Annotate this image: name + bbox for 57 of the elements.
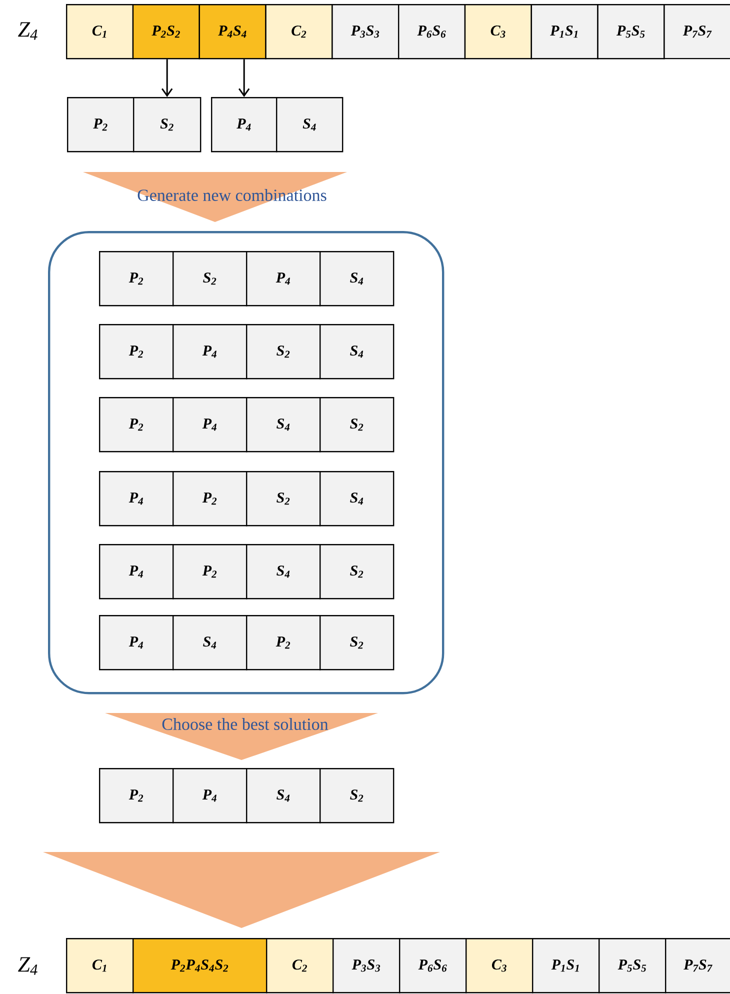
sequence-cell: S$_{4}$ bbox=[276, 97, 344, 152]
sequence-cell: P$_{3}$S$_{3}$ bbox=[332, 938, 400, 994]
sequence-cell: P$_{4}$ bbox=[172, 397, 248, 452]
sequence-cell: S$_{2}$ bbox=[320, 544, 394, 600]
sequence-cell: S$_{2}$ bbox=[246, 324, 321, 380]
sequence-cell: P$_{4}$ bbox=[172, 768, 248, 824]
sequence-cell: S$_{2}$ bbox=[246, 471, 321, 526]
sequence-cell: P$_{1}$S$_{1}$ bbox=[532, 938, 600, 994]
sequence-cell: P$_{2}$ bbox=[99, 397, 174, 452]
sequence-cell: P$_{2}$P$_{4}$S$_{4}$S$_{2}$ bbox=[132, 938, 268, 994]
sequence-cell: S$_{4}$ bbox=[172, 615, 248, 670]
sequence-cell: P$_{7}$S$_{7}$ bbox=[664, 4, 730, 60]
sequence-cell: C$_{1}$ bbox=[66, 4, 134, 60]
sequence-cell: P$_{4}$ bbox=[99, 471, 174, 526]
sequence-cell: P$_{7}$S$_{7}$ bbox=[665, 938, 730, 994]
sequence-cell: S$_{4}$ bbox=[246, 397, 321, 452]
sequence-label: Z$_{4}$ bbox=[18, 957, 38, 975]
sequence-cell: P$_{5}$S$_{5}$ bbox=[597, 4, 665, 60]
sequence-cell: S$_{4}$ bbox=[320, 471, 394, 526]
sequence-cell: S$_{4}$ bbox=[246, 768, 321, 824]
sequence-cell: S$_{2}$ bbox=[172, 251, 248, 306]
sequence-cell: P$_{6}$S$_{6}$ bbox=[399, 938, 467, 994]
arrow bbox=[238, 59, 250, 98]
sequence-cell: P$_{2}$ bbox=[99, 768, 174, 824]
sequence-cell: P$_{6}$S$_{6}$ bbox=[398, 4, 466, 60]
sequence-cell: S$_{4}$ bbox=[320, 251, 394, 306]
sequence-cell: S$_{2}$ bbox=[320, 768, 394, 824]
sequence-cell: P$_{2}$ bbox=[99, 251, 174, 306]
sequence-cell: P$_{4}$ bbox=[172, 324, 248, 380]
sequence-cell: S$_{2}$ bbox=[320, 615, 394, 670]
sequence-label: Z$_{4}$ bbox=[18, 22, 38, 40]
step-caption: Choose the best solution bbox=[162, 718, 328, 730]
sequence-cell: P$_{5}$S$_{5}$ bbox=[598, 938, 666, 994]
sequence-cell: C$_{2}$ bbox=[266, 938, 334, 994]
sequence-cell: P$_{2}$S$_{2}$ bbox=[132, 4, 200, 60]
sequence-cell: P$_{2}$ bbox=[246, 615, 321, 670]
sequence-cell: P$_{4}$ bbox=[211, 97, 278, 152]
sequence-cell: P$_{4}$ bbox=[246, 251, 321, 306]
sequence-cell: P$_{4}$ bbox=[99, 615, 174, 670]
sequence-cell: S$_{4}$ bbox=[246, 544, 321, 600]
sequence-cell: S$_{2}$ bbox=[133, 97, 202, 152]
sequence-cell: P$_{1}$S$_{1}$ bbox=[530, 4, 598, 60]
sequence-cell: P$_{2}$ bbox=[67, 97, 134, 152]
sequence-cell: P$_{2}$ bbox=[172, 471, 248, 526]
sequence-cell: P$_{4}$ bbox=[99, 544, 174, 600]
sequence-cell: C$_{3}$ bbox=[464, 4, 532, 60]
sequence-cell: P$_{2}$ bbox=[172, 544, 248, 600]
sequence-cell: C$_{3}$ bbox=[466, 938, 534, 994]
sequence-cell: S$_{4}$ bbox=[320, 324, 394, 380]
sequence-cell: C$_{1}$ bbox=[66, 938, 134, 994]
group-frame bbox=[48, 231, 444, 694]
sequence-cell: P$_{3}$S$_{3}$ bbox=[332, 4, 400, 60]
sequence-cell: P$_{2}$ bbox=[99, 324, 174, 380]
sequence-cell: C$_{2}$ bbox=[265, 4, 333, 60]
sequence-cell: S$_{2}$ bbox=[320, 397, 394, 452]
sequence-cell: P$_{4}$S$_{4}$ bbox=[198, 4, 266, 60]
arrow bbox=[161, 59, 173, 98]
